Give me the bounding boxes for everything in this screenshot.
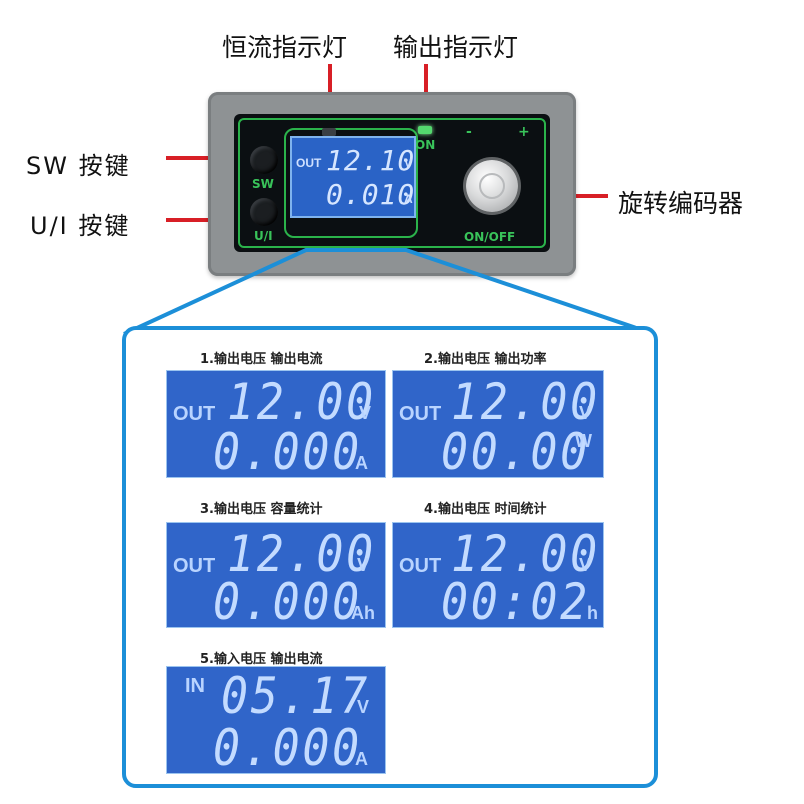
mode-2-label: OUT — [399, 403, 442, 425]
mode-1-lcd: OUT 12.00 V 0.000 A — [166, 370, 386, 481]
cc-led — [322, 128, 336, 136]
mode-5-top-value: 05.17 — [221, 667, 370, 725]
mode-3-lcd: OUT 12.00 V 0.000 Ah — [166, 522, 386, 631]
plus-label: + — [518, 124, 530, 140]
cc-indicator-callout: 恒流指示灯 — [222, 33, 348, 62]
mode-3-caption: 3.输出电压 容量统计 — [200, 502, 323, 517]
lcd-outline — [284, 128, 418, 238]
ui-button[interactable] — [250, 198, 278, 226]
mode-4-lcd: OUT 12.00 V 00:02 h — [392, 522, 604, 631]
mode-2-caption: 2.输出电压 输出功率 — [424, 352, 547, 367]
mode-2-top-value: 12.00 — [451, 373, 600, 431]
mode-4-bottom-unit: h — [587, 603, 598, 623]
mode-1-caption: 1.输出电压 输出电流 — [200, 352, 323, 367]
mode-3-label: OUT — [173, 555, 216, 577]
mode-3-top-unit: V — [357, 555, 370, 575]
onoff-label: ON/OFF — [464, 230, 516, 244]
device-lcd-top-value: 12.10 — [326, 144, 416, 177]
mode-2-bottom-value: 00.00 — [441, 423, 590, 481]
power-icon — [479, 173, 505, 199]
mode-5-bottom-value: 0.000 — [213, 719, 362, 777]
device-lcd-mode: OUT — [296, 156, 322, 170]
power-module-device: CC ON SW U/I - + ON/OFF OUT 12.10 V 0.01… — [208, 92, 576, 276]
mode-1-label: OUT — [173, 403, 216, 425]
green-outline — [238, 118, 546, 248]
mode-1-bottom-value: 0.000 — [213, 423, 362, 481]
mode-3-bottom-unit: Ah — [351, 603, 375, 623]
mode-2-top-unit: V — [579, 403, 592, 423]
mode-5-bottom-unit: A — [355, 749, 368, 769]
ui-button-callout: U/I 按键 — [30, 212, 131, 240]
sw-button[interactable] — [250, 146, 278, 174]
mode-5-top-unit: V — [357, 697, 370, 717]
mode-5-caption: 5.输入电压 输出电流 — [200, 652, 323, 667]
sw-button-callout: SW 按键 — [26, 152, 131, 180]
mode-1-bottom-unit: A — [355, 453, 368, 473]
mode-5-label: IN — [185, 675, 205, 697]
cc-callout-line — [328, 64, 332, 110]
mode-2-bottom-unit: W — [575, 431, 592, 451]
mode-2-lcd: OUT 12.00 V 00.00 W — [392, 370, 604, 481]
mode-1-top-value: 12.00 — [227, 373, 376, 431]
mode-4-label: OUT — [399, 555, 442, 577]
mode-1-top-unit: V — [359, 403, 372, 423]
mode-3-top-value: 12.00 — [227, 525, 376, 583]
mode-3-bottom-value: 0.000 — [213, 573, 362, 631]
minus-label: - — [466, 124, 472, 140]
sw-callout-line — [166, 156, 240, 160]
rotary-encoder-callout: 旋转编码器 — [618, 189, 744, 218]
on-label: ON — [415, 138, 436, 152]
device-lcd-bottom-unit: A — [404, 192, 413, 206]
mode-4-top-value: 12.00 — [451, 525, 600, 583]
ui-callout-line — [166, 218, 240, 222]
mode-4-bottom-value: 00:02 — [441, 573, 590, 631]
on-led — [418, 126, 432, 134]
mode-5-lcd: IN 05.17 V 0.000 A — [166, 666, 386, 777]
rotary-encoder-knob[interactable] — [466, 160, 518, 212]
mode-4-caption: 4.输出电压 时间统计 — [424, 502, 547, 517]
output-indicator-callout: 输出指示灯 — [393, 33, 519, 62]
device-lcd: OUT 12.10 V 0.010 A — [290, 136, 416, 218]
ui-label: U/I — [254, 229, 273, 243]
device-lcd-bottom-value: 0.010 — [326, 178, 416, 211]
sw-label: SW — [252, 177, 274, 191]
device-lcd-top-unit: V — [404, 156, 413, 170]
mode-4-top-unit: V — [579, 555, 592, 575]
